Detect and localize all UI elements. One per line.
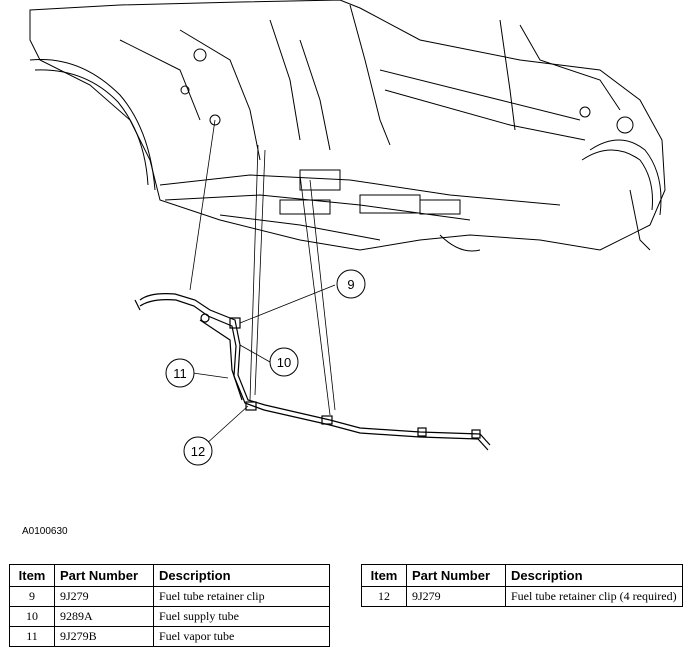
table-row: 10 9289A Fuel supply tube [9,606,330,627]
header-description: Description [505,564,683,587]
header-part-number: Part Number [406,564,506,587]
fuel-tubes [134,293,491,451]
description-cell: Fuel tube retainer clip [153,586,330,607]
table-row: 11 9J279B Fuel vapor tube [9,626,330,647]
header-part-number: Part Number [54,564,154,587]
item-cell: 11 [9,626,55,647]
description-cell: Fuel supply tube [153,606,330,627]
rear-wheel-arch [589,139,662,216]
header-item: Item [9,564,55,587]
header-item: Item [361,564,407,587]
header-description: Description [153,564,330,587]
vehicle-body-outline [29,0,666,251]
callout-10: 10 [269,347,299,377]
part-number-cell: 9J279 [54,586,154,607]
table-row: 9 9J279 Fuel tube retainer clip [9,586,330,607]
part-number-cell: 9J279 [406,586,506,607]
fuel-tube-diagram: 9 10 11 12 [29,0,666,466]
parts-table-right: Item Part Number Description 12 9J279 Fu… [361,564,683,607]
left-wheel-arch [29,58,156,191]
description-cell: Fuel tube retainer clip (4 required) [505,586,683,607]
figure-id: A0100630 [22,526,68,537]
item-cell: 12 [361,586,407,607]
part-number-cell: 9J279B [54,626,154,647]
parts-table-left: Item Part Number Description 9 9J279 Fue… [9,564,330,647]
callout-9: 9 [336,269,366,299]
svg-text:9: 9 [347,277,354,292]
description-cell: Fuel vapor tube [153,626,330,647]
svg-text:11: 11 [173,366,187,381]
svg-text:10: 10 [277,355,291,370]
item-cell: 9 [9,586,55,607]
svg-text:12: 12 [191,444,205,459]
table-row: 12 9J279 Fuel tube retainer clip (4 requ… [361,586,683,607]
callout-11: 11 [165,358,195,388]
part-number-cell: 9289A [54,606,154,627]
callout-12: 12 [183,436,213,466]
item-cell: 10 [9,606,55,627]
